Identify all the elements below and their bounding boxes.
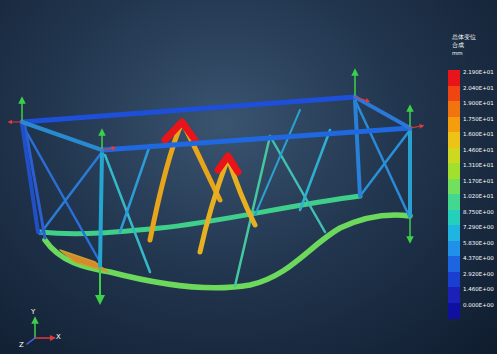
legend-swatch [448, 256, 460, 272]
legend-value: 7.290E+00 [463, 225, 494, 231]
legend-value: 1.900E+01 [463, 101, 494, 107]
legend-swatch [448, 132, 460, 148]
axis-label: Z [19, 342, 24, 350]
legend-header: 合成 [452, 42, 464, 48]
legend-value: 2.920E+00 [463, 272, 494, 278]
legend-swatch [448, 179, 460, 195]
legend-swatch [448, 70, 460, 86]
legend-swatch [448, 225, 460, 241]
legend-entry: 0.000E+00 [448, 303, 497, 319]
legend-swatch [448, 148, 460, 164]
legend-entry: 1.460E+01 [448, 148, 497, 164]
legend-value: 1.750E+01 [463, 117, 494, 123]
legend-entry: 1.170E+01 [448, 179, 497, 195]
color-legend: 2.190E+01 2.040E+01 1.900E+01 1.750E+01 1.60… [448, 70, 497, 320]
legend-entry: 1.900E+01 [448, 101, 497, 117]
legend-swatch [448, 163, 460, 179]
legend-entry: 8.750E+00 [448, 210, 497, 226]
legend-value: 5.830E+00 [463, 241, 494, 247]
legend-entry: 2.920E+00 [448, 272, 497, 288]
legend-entry: 5.830E+00 [448, 241, 497, 257]
legend-swatch [448, 272, 460, 288]
legend-entry: 2.190E+01 [448, 70, 497, 86]
legend-entry: 1.750E+01 [448, 117, 497, 133]
legend-entry: 1.460E+00 [448, 287, 497, 303]
axis-label: X [56, 334, 61, 342]
legend-value: 0.000E+00 [463, 303, 494, 309]
legend-entry: 4.370E+00 [448, 256, 497, 272]
axis-label: Y [31, 309, 35, 317]
legend-swatch [448, 303, 460, 319]
legend-header: mm [452, 50, 463, 56]
legend-swatch [448, 241, 460, 257]
legend-entry: 1.020E+01 [448, 194, 497, 210]
legend-swatch [448, 101, 460, 117]
legend-value: 2.190E+01 [463, 70, 494, 76]
legend-value: 4.370E+00 [463, 256, 494, 262]
legend-swatch [448, 86, 460, 102]
legend-header: 总体变位 [452, 34, 476, 40]
legend-value: 1.020E+01 [463, 194, 494, 200]
legend-entry: 1.600E+01 [448, 132, 497, 148]
legend-value: 1.460E+01 [463, 148, 494, 154]
legend-swatch [448, 210, 460, 226]
legend-swatch [448, 287, 460, 303]
legend-value: 1.460E+00 [463, 287, 494, 293]
legend-entry: 2.040E+01 [448, 86, 497, 102]
legend-value: 1.600E+01 [463, 132, 494, 138]
legend-entry: 1.310E+01 [448, 163, 497, 179]
legend-value: 1.310E+01 [463, 163, 494, 169]
legend-value: 2.040E+01 [463, 86, 494, 92]
legend-swatch [448, 117, 460, 133]
legend-entry: 7.290E+00 [448, 225, 497, 241]
legend-value: 1.170E+01 [463, 179, 494, 185]
legend-swatch [448, 194, 460, 210]
legend-value: 8.750E+00 [463, 210, 494, 216]
